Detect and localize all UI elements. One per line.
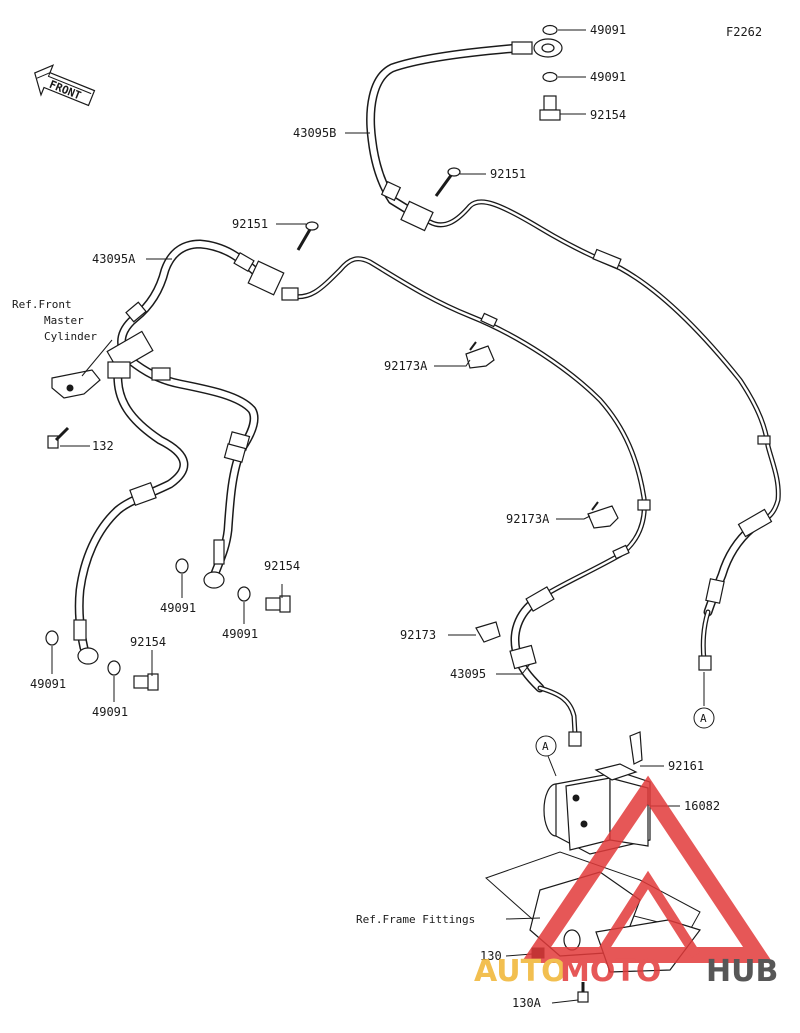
callout-ref-front-2: Master — [44, 314, 84, 327]
callout-92161: 92161 — [668, 759, 704, 773]
callout-49091-low-a: 49091 — [30, 677, 66, 691]
watermark-logo: AUTO MOTO HUB — [474, 775, 778, 989]
circle-marker-A-abs: A — [535, 735, 557, 757]
callout-ref-frame: Ref.Frame Fittings — [356, 913, 475, 926]
callout-92154-mid: 92154 — [264, 559, 300, 573]
circle-marker-A-right: A — [693, 707, 715, 729]
callout-49091-top2: 49091 — [590, 70, 626, 84]
callout-43095A: 43095A — [92, 252, 136, 266]
watermark-word-auto: AUTO — [474, 954, 567, 989]
clip-92173A-upper — [465, 341, 495, 369]
banjo-fitting-mid — [203, 571, 225, 589]
pipe-43095 — [287, 256, 651, 747]
circle-A-right-label: A — [700, 712, 707, 725]
callout-49091-low-b: 49091 — [92, 705, 128, 719]
callout-92151-left: 92151 — [232, 217, 268, 231]
callout-92173A-lower: 92173A — [506, 512, 550, 526]
banjo-fitting-low — [77, 647, 99, 665]
callout-92173: 92173 — [400, 628, 436, 642]
master-cylinder-clamp — [51, 369, 101, 399]
callout-130: 130 — [480, 949, 502, 963]
washer-49091-top1 — [542, 24, 558, 36]
clip-92173 — [475, 621, 501, 643]
watermark-triangle-icon — [520, 775, 773, 963]
bolt-92154-mid — [265, 595, 291, 613]
callout-49091-mid-a: 49091 — [160, 601, 196, 615]
callout-132: 132 — [92, 439, 114, 453]
bolt-92154-low — [133, 673, 159, 691]
clip-92173A-lower — [587, 501, 619, 529]
callout-92151-right: 92151 — [490, 167, 526, 181]
washer-49091-mid-a — [175, 558, 189, 574]
banjo-fitting-top — [533, 38, 563, 58]
bolt-130A — [577, 982, 589, 1003]
front-arrow-icon: FRONT — [34, 64, 96, 107]
callout-92173A-upper: 92173A — [384, 359, 428, 373]
callout-49091-top1: 49091 — [590, 23, 626, 37]
diagram-code: F2262 — [726, 25, 762, 39]
washer-49091-mid-b — [237, 586, 251, 602]
callout-130A: 130A — [512, 996, 542, 1010]
washer-49091-low-a — [45, 630, 59, 646]
callout-ref-front-3: Cylinder — [44, 330, 97, 343]
circle-A-abs-label: A — [542, 740, 549, 753]
bolt-92154-top — [539, 95, 561, 121]
callout-43095B: 43095B — [293, 126, 336, 140]
bolt-132 — [47, 426, 70, 449]
callout-ref-front-1: Ref.Front — [12, 298, 72, 311]
washer-49091-low-b — [107, 660, 121, 676]
callout-92154-low: 92154 — [130, 635, 166, 649]
callout-49091-mid-b: 49091 — [222, 627, 258, 641]
watermark-word-hub: HUB — [706, 954, 778, 989]
hose-43095B — [366, 41, 781, 671]
callout-92154-top: 92154 — [590, 108, 626, 122]
callout-43095: 43095 — [450, 667, 486, 681]
joint-upper-left — [247, 260, 299, 301]
bolt-92151-right — [434, 167, 461, 197]
joint-upper-right — [380, 180, 434, 232]
hose-43095A — [73, 239, 261, 653]
washer-49091-top2 — [542, 71, 558, 83]
watermark-word-moto: MOTO — [560, 954, 661, 989]
callout-16082: 16082 — [684, 799, 720, 813]
bolt-92151-left — [296, 221, 319, 251]
bracket-92161 — [629, 731, 643, 765]
